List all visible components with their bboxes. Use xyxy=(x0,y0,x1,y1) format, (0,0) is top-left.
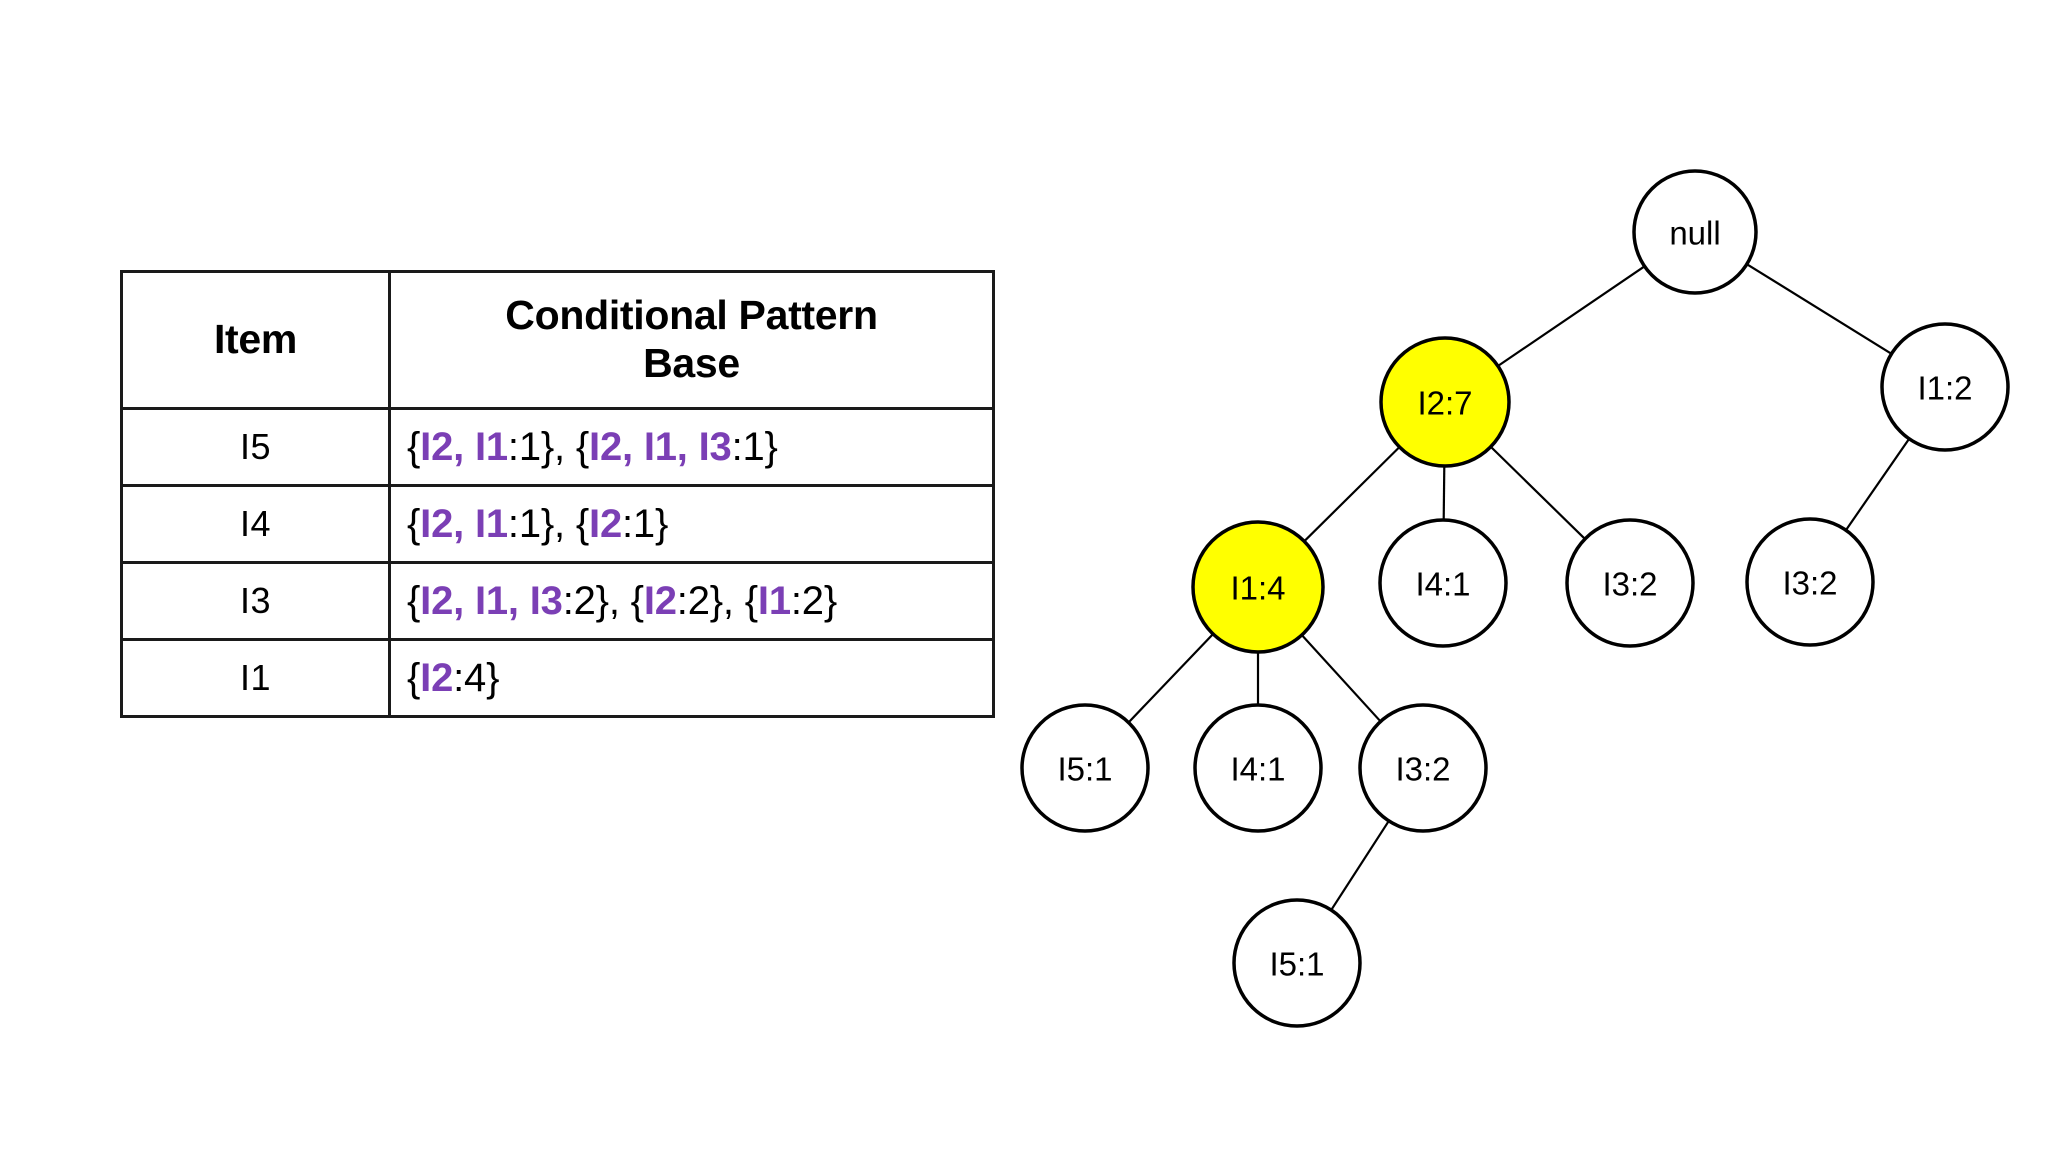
tree-node-label: I1:4 xyxy=(1230,570,1285,607)
pattern-punctuation: { xyxy=(407,578,421,623)
tree-edge xyxy=(1127,633,1214,724)
tree-edge xyxy=(1330,820,1390,911)
tree-node-circle[interactable] xyxy=(1358,703,1488,833)
column-header-item: Item xyxy=(120,270,391,410)
cell-conditional-pattern-base: {I2, I1:1}, {I2:1} xyxy=(388,484,995,564)
tree-node-label: null xyxy=(1669,215,1720,252)
pattern-punctuation: :1} xyxy=(622,501,669,546)
tree-node-label: I4:1 xyxy=(1415,566,1470,603)
tree-node[interactable]: I1:4 xyxy=(1191,520,1325,654)
tree-node-label: I4:1 xyxy=(1230,751,1285,788)
tree-node[interactable]: I1:2 xyxy=(1880,322,2010,452)
tree-edge xyxy=(1300,634,1382,723)
pattern-punctuation: :4} xyxy=(453,655,500,700)
tree-node-circle[interactable] xyxy=(1880,322,2010,452)
cell-item: I1 xyxy=(120,638,391,718)
tree-node-circle[interactable] xyxy=(1020,703,1150,833)
tree-node-label: I5:1 xyxy=(1057,751,1112,788)
tree-node[interactable]: I3:2 xyxy=(1565,518,1695,648)
pattern-item-tokens: I2, I1 xyxy=(420,424,508,469)
tree-node-label: I3:2 xyxy=(1782,565,1837,602)
pattern-punctuation: :1} xyxy=(731,424,778,469)
cell-item: I4 xyxy=(120,484,391,564)
table-header-row: Item Conditional Pattern Base xyxy=(120,270,995,410)
cell-item: I3 xyxy=(120,561,391,641)
cell-conditional-pattern-base: {I2, I1, I3:2}, {I2:2}, {I1:2} xyxy=(388,561,995,641)
tree-node-label: I1:2 xyxy=(1917,370,1972,407)
tree-node[interactable]: null xyxy=(1632,169,1758,295)
pattern-punctuation: :1}, { xyxy=(507,501,590,546)
tree-node[interactable]: I2:7 xyxy=(1379,336,1511,468)
tree-node-circle[interactable] xyxy=(1565,518,1695,648)
column-header-line1: Conditional Pattern xyxy=(505,292,878,339)
cell-item: I5 xyxy=(120,407,391,487)
pattern-item-tokens: I2, I1, I3 xyxy=(420,578,563,623)
column-header-conditional-pattern-base: Conditional Pattern Base xyxy=(388,270,995,410)
pattern-item-tokens: I2 xyxy=(420,655,454,700)
tree-node-circle[interactable] xyxy=(1632,169,1758,295)
tree-edge xyxy=(1844,438,1911,531)
pattern-item-tokens: I2 xyxy=(643,578,677,623)
pattern-item-tokens: I2 xyxy=(589,501,622,546)
tree-node[interactable]: I4:1 xyxy=(1378,518,1508,648)
tree-node[interactable]: I3:2 xyxy=(1745,517,1875,647)
tree-edge-layer xyxy=(1127,263,1911,911)
pattern-punctuation: :2}, { xyxy=(676,578,758,623)
pattern-punctuation: { xyxy=(407,655,421,700)
table-header: Item Conditional Pattern Base xyxy=(120,270,995,410)
cell-conditional-pattern-base: {I2, I1:1}, {I2, I1, I3:1} xyxy=(388,407,995,487)
pattern-item-tokens: I2, I1, I3 xyxy=(589,424,732,469)
tree-node[interactable]: I5:1 xyxy=(1232,898,1362,1028)
tree-node-circle[interactable] xyxy=(1378,518,1508,648)
tree-node-circle[interactable] xyxy=(1232,898,1362,1028)
tree-node[interactable]: I5:1 xyxy=(1020,703,1150,833)
pattern-item-tokens: I1 xyxy=(757,578,791,623)
table-row: I3{I2, I1, I3:2}, {I2:2}, {I1:2} xyxy=(120,561,995,641)
pattern-punctuation: :2} xyxy=(790,578,837,623)
tree-edge xyxy=(1489,445,1586,540)
tree-node-label: I3:2 xyxy=(1395,751,1450,788)
tree-node-label: I2:7 xyxy=(1417,385,1472,422)
tree-node[interactable]: I3:2 xyxy=(1358,703,1488,833)
tree-node-label: I3:2 xyxy=(1602,566,1657,603)
conditional-pattern-base-table: Item Conditional Pattern Base I5{I2, I1:… xyxy=(120,270,995,718)
column-header-line2: Base xyxy=(643,340,740,386)
table-row: I5{I2, I1:1}, {I2, I1, I3:1} xyxy=(120,407,995,487)
tree-node-label: I5:1 xyxy=(1269,946,1324,983)
pattern-item-tokens: I2, I1 xyxy=(420,501,508,546)
table-body: I5{I2, I1:1}, {I2, I1, I3:1}I4{I2, I1:1}… xyxy=(120,407,995,718)
cell-conditional-pattern-base: {I2:4} xyxy=(388,638,995,718)
tree-edge xyxy=(1497,265,1646,367)
tree-node[interactable]: I4:1 xyxy=(1193,703,1323,833)
table-row: I1{I2:4} xyxy=(120,638,995,718)
tree-node-circle[interactable] xyxy=(1193,703,1323,833)
tree-node-circle-highlighted[interactable] xyxy=(1191,520,1325,654)
pattern-punctuation: :1}, { xyxy=(507,424,590,469)
pattern-punctuation: :2}, { xyxy=(562,578,644,623)
table-row: I4{I2, I1:1}, {I2:1} xyxy=(120,484,995,564)
tree-node-circle-highlighted[interactable] xyxy=(1379,336,1511,468)
pattern-punctuation: { xyxy=(407,501,421,546)
tree-edge xyxy=(1303,446,1401,543)
tree-edge xyxy=(1746,263,1893,355)
tree-edge xyxy=(1442,465,1446,521)
tree-node-circle[interactable] xyxy=(1745,517,1875,647)
pattern-punctuation: { xyxy=(407,424,421,469)
